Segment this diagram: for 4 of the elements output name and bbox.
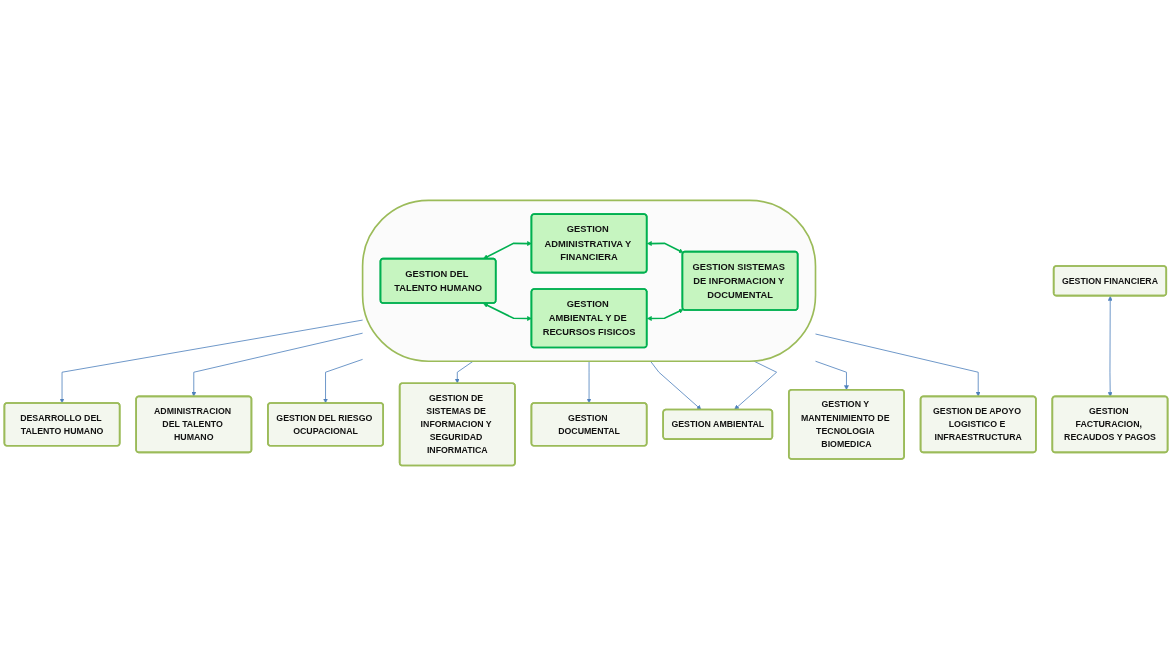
arrow xyxy=(483,302,532,321)
arrow xyxy=(483,240,532,259)
arrow xyxy=(646,240,684,253)
arrow xyxy=(646,308,684,321)
